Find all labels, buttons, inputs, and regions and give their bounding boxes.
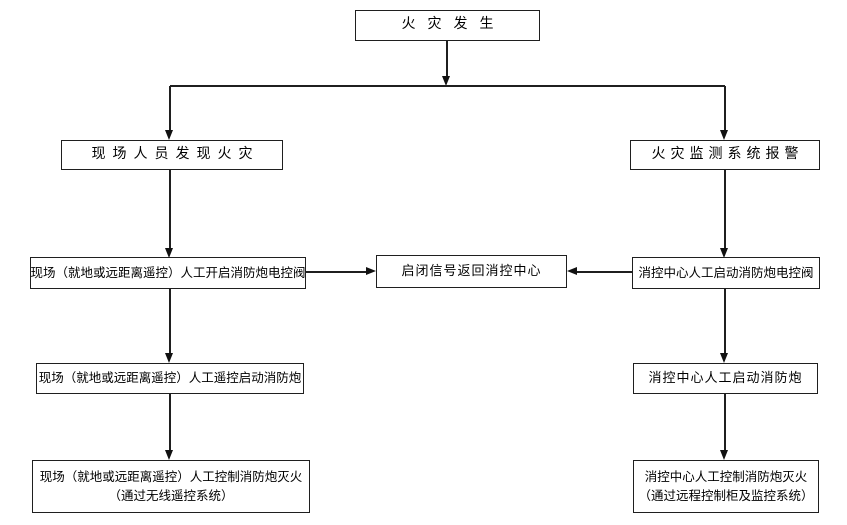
node-monitor-alarm-label: 火灾监测系统报警	[651, 146, 804, 162]
connector-branch-to-site-discover	[169, 86, 171, 131]
arrowhead-into-site-remote-start-icon	[165, 353, 173, 363]
node-center-start-label: 消控中心人工启动消防炮	[648, 370, 803, 386]
node-site-control-fire-label: 现场（就地或远距离遥控）人工控制消防炮灭火	[39, 470, 303, 485]
connector-site-discover-down	[169, 170, 171, 249]
connector-branch-bar	[170, 85, 725, 87]
node-center-control-fire-label: 消控中心人工控制消防炮灭火	[644, 470, 808, 485]
node-site-open-valve-label: 现场（就地或远距离遥控）人工开启消防炮电控阀	[30, 265, 306, 280]
node-site-remote-start-label: 现场（就地或远距离遥控）人工遥控启动消防炮	[38, 371, 302, 386]
node-signal-return: 启闭信号返回消控中心	[376, 255, 567, 288]
arrowhead-into-center-start-icon	[720, 353, 728, 363]
node-center-control-fire: 消控中心人工控制消防炮灭火 （通过远程控制柜及监控系统）	[633, 460, 819, 513]
node-site-remote-start: 现场（就地或远距离遥控）人工遥控启动消防炮	[36, 363, 304, 394]
node-center-control-fire-sub: （通过远程控制柜及监控系统）	[638, 488, 814, 503]
arrowhead-into-signal-return-right-icon	[567, 267, 577, 275]
node-signal-return-label: 启闭信号返回消控中心	[401, 263, 542, 279]
node-center-open-valve: 消控中心人工启动消防炮电控阀	[632, 257, 820, 289]
arrowhead-into-site-open-valve-icon	[165, 248, 173, 258]
arrowhead-into-center-control-fire-icon	[720, 450, 728, 460]
connector-site-valve-down	[169, 289, 171, 354]
node-center-start: 消控中心人工启动消防炮	[633, 363, 818, 394]
connector-site-valve-to-signal-return	[306, 271, 367, 273]
node-site-open-valve: 现场（就地或远距离遥控）人工开启消防炮电控阀	[30, 257, 306, 289]
node-site-control-fire-sub: （通过无线遥控系统）	[108, 488, 234, 503]
connector-site-remote-start-down	[169, 394, 171, 451]
node-fire-occurs: 火灾发生	[355, 10, 540, 41]
arrowhead-into-site-control-fire-icon	[165, 450, 173, 460]
arrowhead-fire-occurs-down-icon	[442, 76, 450, 86]
arrowhead-into-monitor-alarm-icon	[720, 130, 728, 140]
node-site-control-fire: 现场（就地或远距离遥控）人工控制消防炮灭火 （通过无线遥控系统）	[32, 460, 310, 513]
connector-monitor-alarm-down	[724, 170, 726, 249]
connector-branch-to-monitor-alarm	[724, 86, 726, 131]
node-center-open-valve-label: 消控中心人工启动消防炮电控阀	[638, 265, 814, 280]
arrowhead-into-signal-return-left-icon	[366, 267, 376, 275]
arrowhead-into-site-discover-icon	[165, 130, 173, 140]
node-fire-occurs-label: 火灾发生	[401, 17, 506, 33]
node-site-discover: 现场人员发现火灾	[61, 140, 283, 170]
node-monitor-alarm: 火灾监测系统报警	[630, 140, 820, 170]
connector-center-valve-down	[724, 289, 726, 354]
node-site-discover-label: 现场人员发现火灾	[91, 146, 260, 162]
connector-center-start-down	[724, 394, 726, 451]
arrowhead-into-center-open-valve-icon	[720, 248, 728, 258]
connector-fire-occurs-down	[446, 41, 448, 77]
connector-center-valve-to-signal-return	[576, 271, 632, 273]
